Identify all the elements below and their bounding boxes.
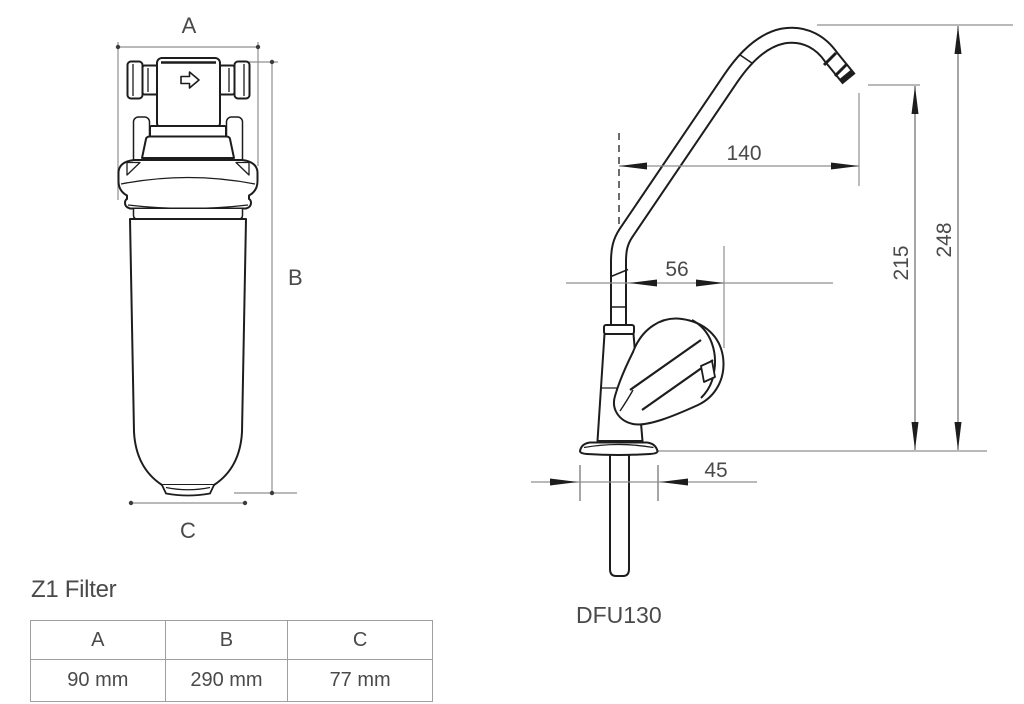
filter-head [156, 57, 221, 129]
table-header-c: C [287, 620, 433, 660]
dim-a-label: A [182, 13, 197, 38]
dim-spout-height: 215 [890, 86, 919, 450]
table-value-a: 90 mm [30, 659, 166, 702]
dim-140-label: 140 [726, 142, 761, 165]
table-value-b: 290 mm [164, 659, 289, 702]
base-flange [579, 441, 659, 456]
dim-56-label: 56 [665, 258, 688, 281]
faucet-model-label: DFU130 [576, 602, 662, 628]
dim-248-label: 248 [933, 222, 956, 257]
cap-notch-right [235, 161, 250, 176]
dim-overall-height: 248 [933, 26, 962, 450]
dim-diameter-c: C [128, 500, 248, 543]
dim-b-label: B [288, 265, 303, 290]
filter-sump [129, 218, 247, 486]
filter-drawing: A B [115, 13, 303, 543]
faucet-handle [613, 317, 725, 426]
outlet-connector [218, 60, 251, 100]
aerator-ring [833, 62, 849, 78]
faucet-shank [609, 450, 630, 577]
aerator-ring [822, 51, 838, 67]
table-value-row: 90 mm 290 mm 77 mm [30, 659, 433, 702]
housing-cap [117, 159, 259, 210]
dim-215-label: 215 [890, 245, 913, 280]
cap-notch-left [126, 161, 141, 176]
dim-base-width: 45 [531, 459, 757, 501]
faucet-drawing: 140 56 45 215 [531, 24, 1013, 577]
dim-45-label: 45 [704, 459, 727, 482]
table-value-c: 77 mm [287, 659, 433, 702]
filter-dimensions-table: A B C 90 mm 290 mm 77 mm [30, 620, 433, 702]
dim-height-b: B [234, 59, 303, 496]
table-header-a: A [30, 620, 166, 660]
table-header-b: B [164, 620, 289, 660]
faucet-spout [610, 26, 856, 332]
dim-c-label: C [180, 518, 196, 543]
dim-spout-offset: 56 [566, 246, 833, 348]
filter-title: Z1 Filter [31, 576, 117, 603]
inlet-connector [126, 60, 159, 100]
flow-arrow-icon [180, 71, 200, 89]
dim-spout-reach: 140 [619, 93, 860, 186]
table-header-row: A B C [30, 620, 433, 660]
filter-cartridge [117, 57, 259, 497]
